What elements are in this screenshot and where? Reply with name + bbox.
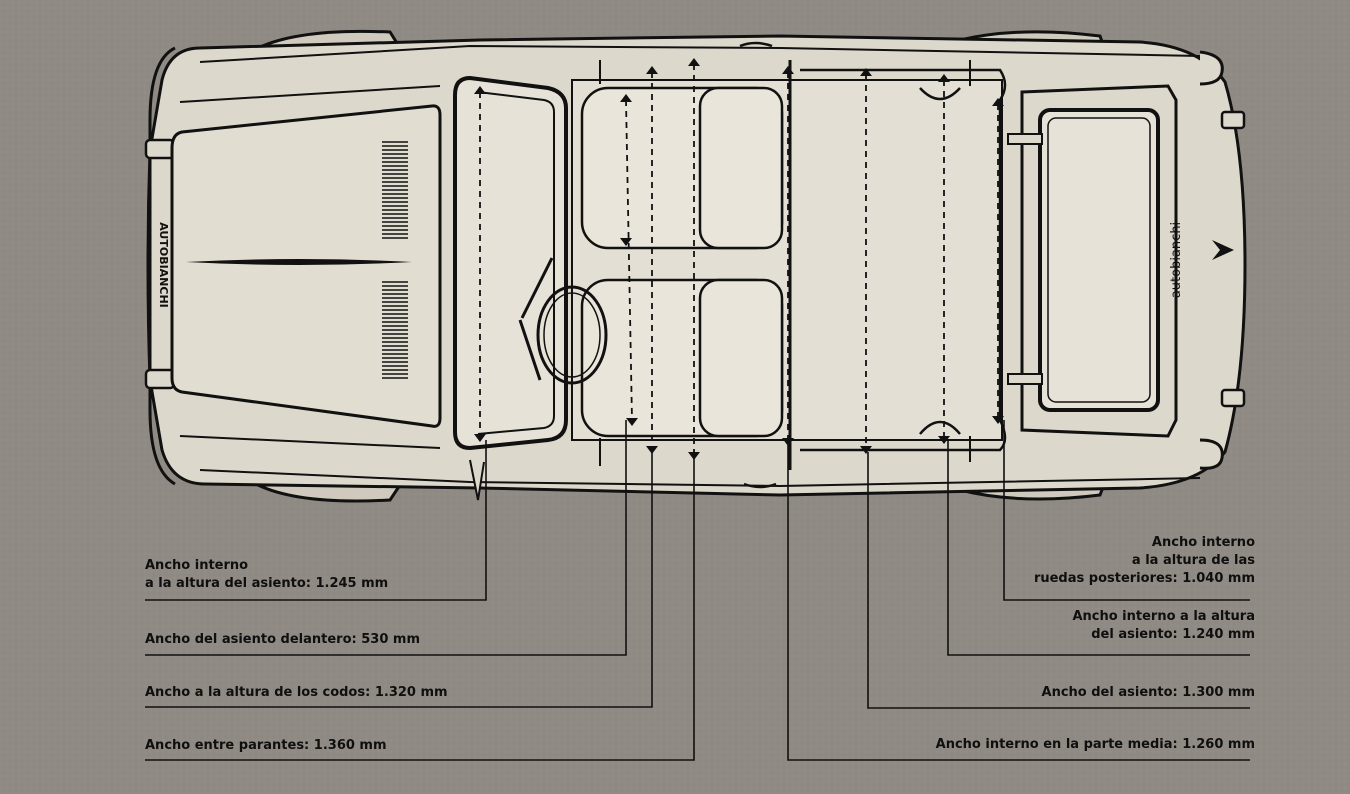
- label-line: Ancho del asiento delantero: 530 mm: [145, 632, 421, 647]
- label-line: a la altura de las: [1131, 553, 1255, 568]
- hood-vent-bottom: [382, 281, 408, 379]
- rear-window: [1007, 84, 1178, 438]
- dimension-arrows: [474, 58, 1004, 460]
- hood-vent-top: [382, 141, 408, 239]
- label-ancho-ruedas-posteriores: Ancho interno a la altura de las ruedas …: [1034, 534, 1255, 588]
- rear-emblem-icon: [1212, 240, 1234, 260]
- label-line: Ancho interno en la parte media: 1.260 m…: [935, 737, 1255, 752]
- dimension-lines: [479, 64, 999, 454]
- label-line: Ancho interno a la altura: [1072, 609, 1255, 624]
- leader-lines: [145, 420, 1250, 761]
- door-handle-top-icon: [739, 41, 773, 48]
- label-line: Ancho a la altura de los codos: 1.320 mm: [145, 685, 448, 700]
- rear-brand-text: autobianchi: [1169, 222, 1184, 298]
- label-ancho-asiento-trasero: Ancho del asiento: 1.300 mm: [1042, 684, 1255, 702]
- steering-wheel-icon: [518, 257, 608, 385]
- label-line: Ancho interno: [145, 558, 249, 573]
- label-line: a la altura del asiento: 1.245 mm: [145, 576, 389, 591]
- hood: AUTOBIANCHI: [157, 104, 442, 428]
- label-ancho-codos: Ancho a la altura de los codos: 1.320 mm: [145, 684, 448, 702]
- label-ancho-parantes: Ancho entre parantes: 1.360 mm: [145, 737, 387, 755]
- mirror-icon: [469, 459, 485, 501]
- label-line: Ancho interno: [1151, 535, 1255, 550]
- label-line: Ancho del asiento: 1.300 mm: [1041, 685, 1255, 700]
- label-ancho-interno-asiento-trasero: Ancho interno a la altura del asiento: 1…: [1072, 608, 1255, 644]
- door-handle-bottom-icon: [743, 482, 777, 489]
- hood-brand-text: AUTOBIANCHI: [157, 222, 170, 308]
- label-line: del asiento: 1.240 mm: [1091, 627, 1255, 642]
- label-line: ruedas posteriores: 1.040 mm: [1033, 571, 1255, 586]
- label-ancho-asiento-delantero: Ancho del asiento delantero: 530 mm: [145, 631, 420, 649]
- windshield: [453, 75, 568, 451]
- label-ancho-parte-media: Ancho interno en la parte media: 1.260 m…: [936, 736, 1255, 754]
- label-ancho-interno-asiento: Ancho interno a la altura del asiento: 1…: [145, 557, 388, 593]
- label-line: Ancho entre parantes: 1.360 mm: [145, 738, 387, 753]
